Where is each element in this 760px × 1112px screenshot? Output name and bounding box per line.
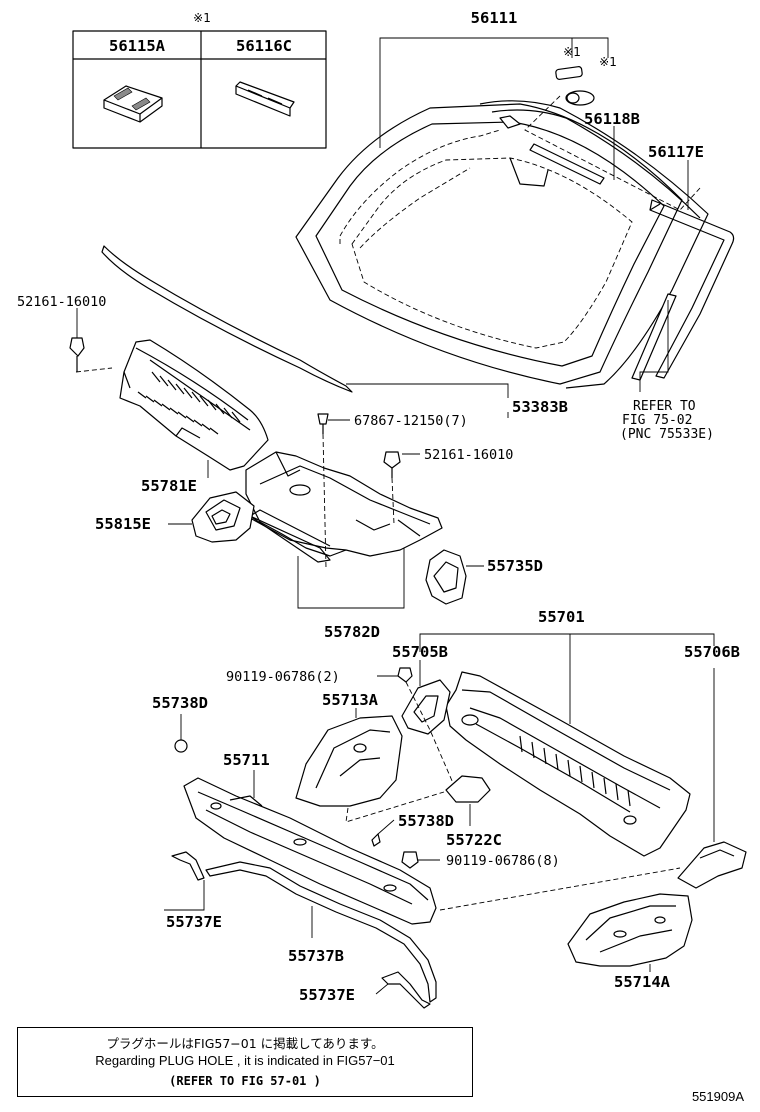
seal-55737B-drawing	[205, 861, 437, 1003]
label-55738D-top: 55738D	[152, 694, 208, 712]
label-55738D-mid: 55738D	[398, 812, 454, 830]
label-55713A: 55713A	[322, 691, 379, 709]
label-55714A: 55714A	[614, 973, 671, 991]
label-55706B: 55706B	[684, 643, 740, 661]
label-53383B: 53383B	[512, 398, 568, 416]
label-55782D: 55782D	[324, 623, 380, 641]
inset-col-56115A: 56115A	[109, 37, 166, 55]
label-56118B: 56118B	[584, 110, 640, 128]
label-55737E-lower: 55737E	[299, 986, 355, 1004]
clip-55738D-mid-drawing	[371, 833, 381, 847]
bracket-55706B-drawing	[677, 841, 747, 889]
molding-56118B-drawing	[499, 115, 605, 185]
panel-55713A-drawing	[295, 715, 403, 807]
diagram-code: 551909A	[691, 1089, 744, 1104]
part-labels: 56111 ※1 ※1 56118B 56117E 52161-16010 53…	[17, 9, 740, 1004]
dash-leader-55738D-mid	[345, 791, 445, 823]
cowl-bracket-55782D-drawing	[245, 451, 443, 563]
label-55781E: 55781E	[141, 477, 197, 495]
molding-56117E-drawing	[649, 199, 735, 379]
clip-56115A-drawing	[103, 85, 163, 123]
clip-67867-drawing	[317, 413, 329, 434]
glass-clips-drawing	[555, 66, 595, 106]
cowl-panel-55701-drawing	[445, 671, 691, 857]
label-55737B: 55737B	[288, 947, 344, 965]
dash-leader-52161-left	[75, 367, 113, 373]
label-52161-16010-left: 52161-16010	[17, 294, 106, 310]
bolt-90119-2-drawing	[397, 667, 413, 683]
seal-55737E-upper-drawing	[171, 851, 205, 881]
inset-col-56116C: 56116C	[236, 37, 292, 55]
label-refer-fig: FIG 75-02	[622, 413, 692, 428]
label-55701: 55701	[538, 608, 585, 626]
bracket-55722C-drawing	[445, 775, 491, 803]
label-55735D: 55735D	[487, 557, 543, 575]
label-52161-16010-mid: 52161-16010	[424, 447, 513, 463]
inset-table: ※1 56115A 56116C	[72, 11, 327, 149]
label-55722C: 55722C	[446, 831, 502, 849]
note-reference: (REFER TO FIG 57-01 )	[169, 1074, 321, 1088]
seal-55737E-lower-drawing	[381, 971, 431, 1009]
clip-52161-left-drawing	[69, 337, 85, 372]
strip-56116C-drawing	[235, 81, 295, 117]
plug-hole-note: プラグホールはFIG57−01 に掲載してあります。 Regarding PLU…	[17, 1027, 473, 1097]
label-90119-06786-8: 90119-06786(8)	[446, 853, 560, 869]
inset-mark: ※1	[193, 11, 211, 25]
label-mark1b: ※1	[599, 55, 617, 69]
label-mark1a: ※1	[563, 45, 581, 59]
label-55711: 55711	[223, 751, 270, 769]
cowl-panel-55711-drawing	[183, 777, 437, 925]
clip-55738D-top-drawing	[174, 739, 188, 753]
cowl-panel-55781E-drawing	[119, 339, 269, 471]
weatherstrip-53383B-drawing	[101, 245, 353, 393]
label-refer-to: REFER TO	[633, 399, 696, 414]
clip-52161-mid-drawing	[383, 451, 401, 478]
bracket-55735D-drawing	[425, 549, 467, 605]
label-56117E: 56117E	[648, 143, 704, 161]
label-55705B: 55705B	[392, 643, 448, 661]
label-67867-12150: 67867-12150(7)	[354, 413, 468, 429]
label-55737E-upper: 55737E	[166, 913, 222, 931]
dash-leader-55711-55706B	[439, 867, 681, 911]
bracket-55705B-drawing	[401, 679, 451, 735]
dash-leader-67867	[322, 433, 327, 569]
label-refer-pnc: (PNC 75533E)	[620, 427, 714, 442]
bracket-55815E-drawing	[191, 491, 255, 543]
panel-55714A-drawing	[567, 893, 693, 967]
dash-leader-90119-2	[405, 681, 457, 791]
lower-molding-drawing	[631, 293, 677, 381]
label-90119-06786-2: 90119-06786(2)	[226, 669, 340, 685]
leader-lines	[76, 37, 715, 995]
label-56111: 56111	[471, 9, 518, 27]
note-japanese: プラグホールはFIG57−01 に掲載してあります。	[106, 1036, 384, 1051]
label-55815E: 55815E	[95, 515, 151, 533]
windshield-glass-drawing	[295, 95, 709, 389]
note-english: Regarding PLUG HOLE , it is indicated in…	[95, 1053, 395, 1068]
bolt-90119-8-drawing	[401, 851, 419, 869]
